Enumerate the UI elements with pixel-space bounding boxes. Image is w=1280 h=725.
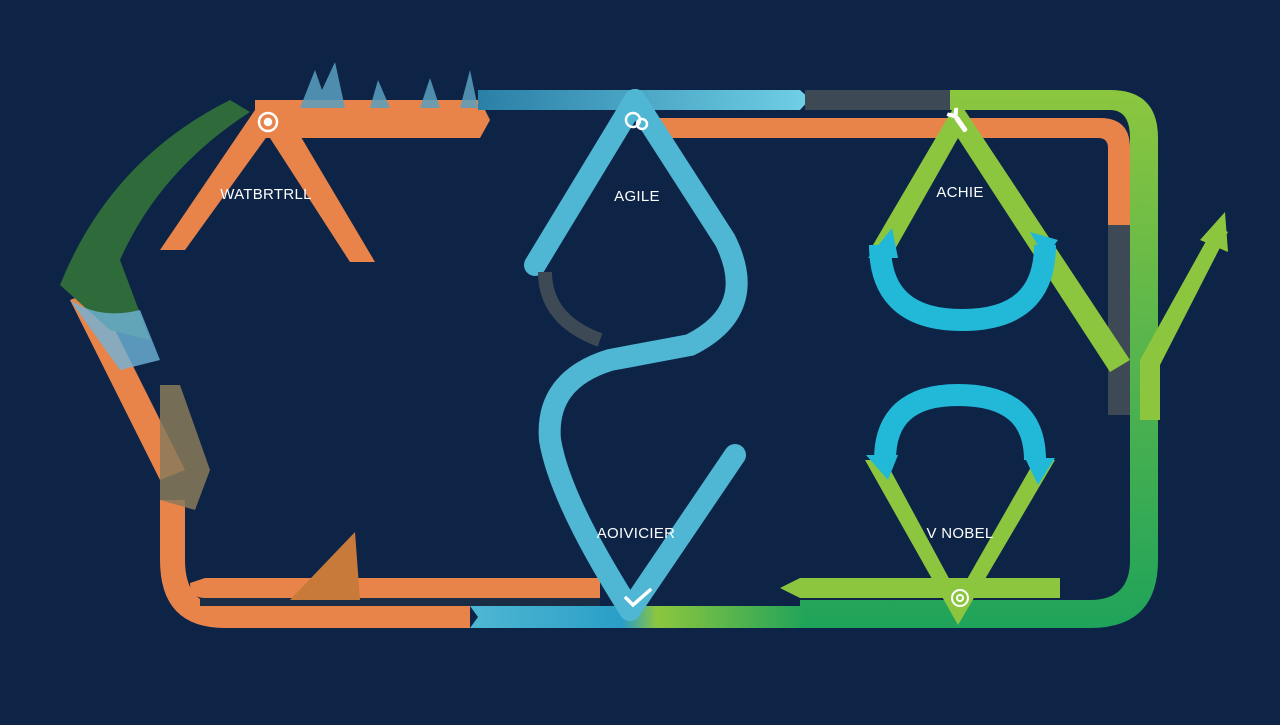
v-model-label: V NOBEL [926,525,994,542]
y-arrowhead [1200,212,1228,252]
advicer-label: AOIVICIER [596,525,676,542]
v-model-loop-arrow-left [866,455,898,480]
checkmark-icon [624,588,652,608]
agile-right-loop-arrow-right [1030,232,1058,258]
top-orange-track-right [650,118,1130,225]
wrench-icon [946,107,968,133]
sail-shape [290,532,360,600]
agile-right-arm-bottom [619,444,746,621]
waterfall-chevron [160,110,375,262]
agile-left-arm [524,89,646,276]
landscape-water [70,300,160,370]
v-model-loop-arrow-right [1025,458,1055,485]
agile-gray-arc [538,271,603,347]
y-shape-right [1140,225,1228,420]
agile-right-chevron [870,100,1130,372]
mountain-silhouettes [300,62,478,108]
right-gray-track [1108,225,1130,415]
bottom-cyan-arrow [470,606,810,628]
bottom-dark-track [200,598,600,606]
agile-center-path [538,89,748,621]
waterfall-label: WATBRTRLL [220,186,312,203]
agile-right-loop-arrow-left [868,228,898,258]
gear-cluster-icon [257,111,279,133]
agile-label: AGILE [614,188,660,205]
top-gray-track [805,90,950,110]
top-orange-track [255,100,490,138]
agile-right-loop [869,244,1056,332]
bottom-orange-track [190,578,600,598]
bottom-green-arrow [780,578,1060,598]
cliff-shapes [160,385,210,510]
gear-cluster-icon [951,589,969,607]
gear-cluster-icon [624,111,649,131]
left-orange-frame [160,500,470,628]
v-model-loop [874,383,1046,461]
landscape-strip [60,100,250,340]
agile-right-label: ACHIE [936,184,984,201]
